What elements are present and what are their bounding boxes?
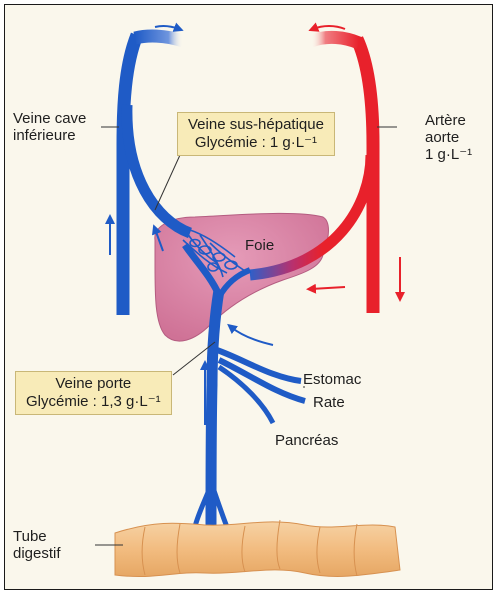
vena-cava-top (135, 36, 183, 41)
arrow-vena-top (155, 26, 179, 29)
label-portal-vein-box: Veine porte Glycémie : 1,3 g·L⁻¹ (15, 371, 172, 415)
label-vena-cava: Veine cave inférieure (13, 110, 86, 144)
arrow-aorta-top (313, 26, 345, 29)
arrow-artery-left (311, 287, 345, 289)
label-spleen: Rate (313, 394, 345, 411)
diagram-frame: Veine cave inférieure Artère aorte 1 g·L… (4, 4, 493, 590)
label-stomach: Estomac (303, 371, 361, 388)
label-digestive-tube: Tube digestif (13, 528, 61, 562)
label-pancreas: Pancréas (275, 432, 338, 449)
label-aorta: Artère aorte 1 g·L⁻¹ (425, 112, 472, 163)
label-liver: Foie (245, 237, 274, 254)
circulation-diagram (5, 5, 492, 589)
digestive-tube (115, 522, 400, 577)
aorta-top (311, 37, 359, 43)
label-hepatic-vein-box: Veine sus-hépatique Glycémie : 1 g·L⁻¹ (177, 112, 335, 156)
arrow-gastric-in (231, 327, 273, 345)
